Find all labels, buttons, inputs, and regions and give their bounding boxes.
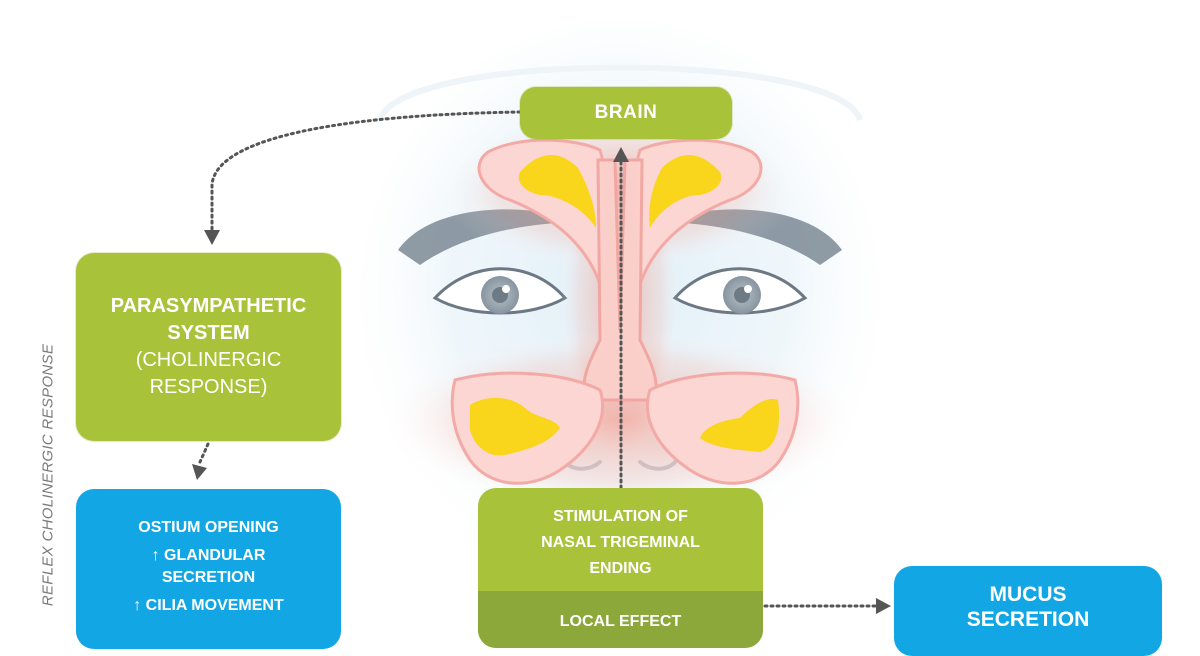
reflex-cholinergic-response-label: REFLEX CHOLINERGIC RESPONSE: [39, 343, 57, 607]
stimulation-line2: NASAL TRIGEMINAL: [541, 533, 700, 551]
mucus-secretion-box: MUCUS SECRETION: [894, 566, 1162, 656]
parasympathetic-line4: RESPONSE): [149, 376, 268, 398]
connector-brain-to-parasympathetic: [204, 110, 522, 245]
parasympathetic-line1: PARASYMPATHETIC: [110, 295, 307, 317]
right-maxillary-sinus: [645, 371, 800, 485]
left-maxillary-sinus: [450, 371, 605, 485]
local-effect-label: LOCAL EFFECT: [559, 613, 682, 630]
brain-label: BRAIN: [594, 102, 658, 123]
connector-parasympathetic-to-effects: [192, 442, 210, 480]
effect-glandular-line2: SECRETION: [161, 569, 256, 586]
stimulation-line3: ENDING: [589, 559, 652, 577]
stimulation-text: STIMULATION OF NASAL TRIGEMINAL ENDING: [478, 488, 763, 591]
effect-cilia-movement: ↑ CILIA MOVEMENT: [133, 597, 284, 614]
stimulation-line1: STIMULATION OF: [553, 507, 688, 525]
face-sinus-illustration: [192, 20, 891, 614]
parasympathetic-system-box: PARASYMPATHETIC SYSTEM (CHOLINERGIC RESP…: [76, 253, 341, 441]
parasympathetic-line3: (CHOLINERGIC: [135, 349, 282, 371]
connector-stimulation-to-brain: [613, 147, 629, 490]
brain-box: BRAIN: [520, 87, 732, 139]
mucus-line1: MUCUS: [989, 583, 1067, 606]
mucus-line2: SECRETION: [966, 608, 1090, 631]
local-effect-band: LOCAL EFFECT: [478, 591, 763, 648]
effect-glandular-line1: ↑ GLANDULAR: [151, 547, 266, 564]
cholinergic-effects-box: OSTIUM OPENING ↑ GLANDULAR SECRETION ↑ C…: [76, 489, 341, 649]
connector-local-effect-to-mucus: [763, 598, 891, 614]
trigeminal-stimulation-box: STIMULATION OF NASAL TRIGEMINAL ENDING L…: [478, 488, 763, 648]
parasympathetic-line2: SYSTEM: [167, 322, 250, 344]
effect-ostium-opening: OSTIUM OPENING: [138, 519, 279, 536]
